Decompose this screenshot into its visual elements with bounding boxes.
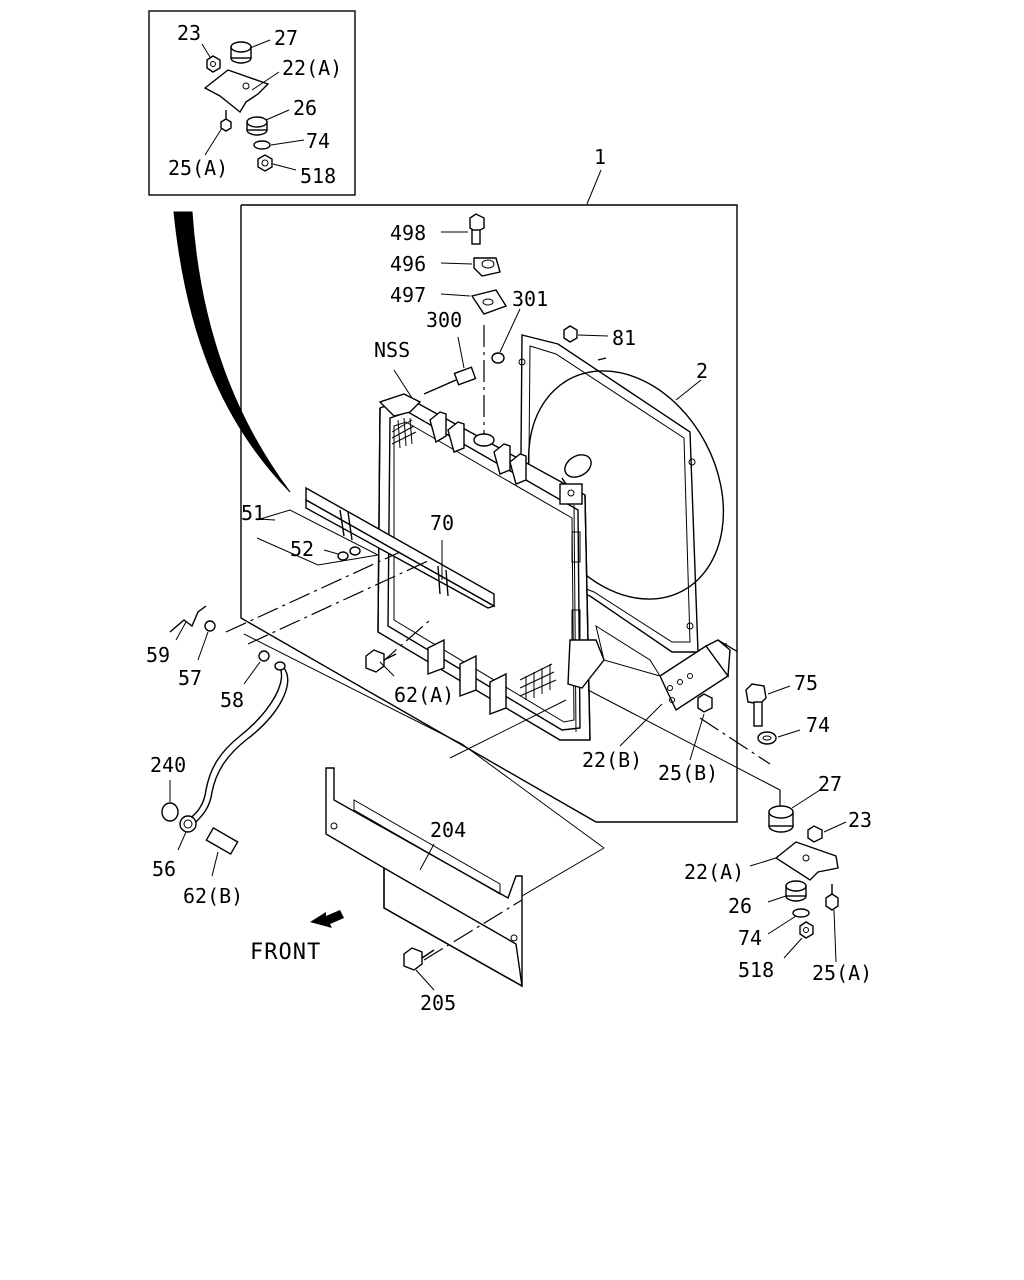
- clamp-56: [177, 815, 197, 851]
- label-27-inset: 27: [274, 26, 298, 50]
- pin-300: [453, 336, 477, 386]
- label-1: 1: [594, 145, 606, 169]
- label-498: 498: [390, 221, 426, 245]
- rubber-mount-27-inset: [230, 41, 252, 64]
- label-301: 301: [512, 287, 548, 311]
- bolt-52: [323, 546, 361, 561]
- lower-guard-204: [325, 767, 523, 988]
- filler-neck: [473, 433, 495, 447]
- side-bracket-22b: [619, 639, 731, 747]
- label-62a: 62(A): [394, 683, 454, 707]
- radiator-core: [377, 393, 592, 741]
- gasket-497: [440, 289, 508, 315]
- clip-496: [440, 257, 501, 277]
- washer-74: [757, 729, 801, 745]
- front-direction-arrow: [310, 910, 344, 928]
- label-74: 74: [806, 713, 830, 737]
- label-22b: 22(B): [582, 748, 642, 772]
- label-22a: 22(A): [684, 860, 744, 884]
- label-74-inset: 74: [306, 129, 330, 153]
- label-74b: 74: [738, 926, 762, 950]
- bolt-62b: [205, 826, 239, 877]
- bolt-25a-inset: [220, 110, 232, 132]
- label-59: 59: [146, 643, 170, 667]
- label-22a-inset: 22(A): [282, 56, 342, 80]
- bracket-22a: [749, 841, 839, 881]
- nut-518: [783, 921, 814, 959]
- label-75: 75: [794, 671, 818, 695]
- label-240: 240: [150, 753, 186, 777]
- label-497: 497: [390, 283, 426, 307]
- drain-hose: [187, 661, 289, 825]
- bolt-205: [403, 947, 435, 991]
- cushion-26: [767, 880, 807, 903]
- label-25a-inset: 25(A): [168, 156, 228, 180]
- assembly-boundary-1: [240, 204, 738, 823]
- nut-81: [563, 325, 609, 343]
- nut-240: [161, 780, 179, 822]
- nut-23: [807, 821, 847, 843]
- label-204: 204: [430, 818, 466, 842]
- bolt-75: [745, 683, 791, 727]
- washer-74-inset: [253, 140, 271, 150]
- lower-tank-fins: [427, 638, 507, 716]
- label-300: 300: [426, 308, 462, 332]
- bolt-25a: [825, 884, 839, 963]
- label-56: 56: [152, 857, 176, 881]
- radiator-foot-bracket: [567, 624, 662, 689]
- label-57: 57: [178, 666, 202, 690]
- label-25a: 25(A): [812, 961, 872, 985]
- bolt-498: [441, 213, 485, 245]
- label-23-inset: 23: [177, 21, 201, 45]
- washer-74b: [792, 908, 810, 918]
- bracket-22a-inset: [203, 69, 270, 114]
- nss-tab: [378, 393, 422, 417]
- baffle-plate-51: [305, 486, 496, 609]
- drain-cock-59: [169, 605, 207, 641]
- label-27: 27: [818, 772, 842, 796]
- label-26: 26: [728, 894, 752, 918]
- label-nss: NSS: [374, 338, 410, 362]
- label-58: 58: [220, 688, 244, 712]
- label-26-inset: 26: [293, 96, 317, 120]
- cushion-26-inset: [246, 116, 268, 136]
- nut-518-inset: [257, 154, 273, 172]
- core-hatch-top: [391, 417, 417, 449]
- washer-57: [204, 620, 216, 632]
- bolt-62a: [365, 649, 397, 677]
- label-front: FRONT: [250, 940, 321, 965]
- label-70: 70: [430, 511, 454, 535]
- label-81: 81: [612, 326, 636, 350]
- rubber-mount-27: [768, 789, 821, 833]
- nut-23-inset: [206, 55, 221, 73]
- label-518: 518: [738, 958, 774, 982]
- label-52: 52: [290, 537, 314, 561]
- core-hatch-bottom: [519, 663, 557, 700]
- upper-tank-fins: [429, 411, 527, 485]
- inset-pointer-arrow: [173, 211, 291, 493]
- label-51: 51: [241, 501, 265, 525]
- clip-301: [491, 308, 521, 364]
- inset-detail-box: [148, 10, 356, 196]
- label-205: 205: [420, 991, 456, 1015]
- washer-58: [258, 650, 270, 662]
- label-25b: 25(B): [658, 761, 718, 785]
- part-labels: 1 2 23 27 22(A) 26 74 25(A) 518 498 496 …: [146, 21, 872, 1015]
- label-2: 2: [696, 359, 708, 383]
- label-518-inset: 518: [300, 164, 336, 188]
- label-62b: 62(B): [183, 884, 243, 908]
- label-496: 496: [390, 252, 426, 276]
- nut-25b: [689, 693, 713, 761]
- label-23: 23: [848, 808, 872, 832]
